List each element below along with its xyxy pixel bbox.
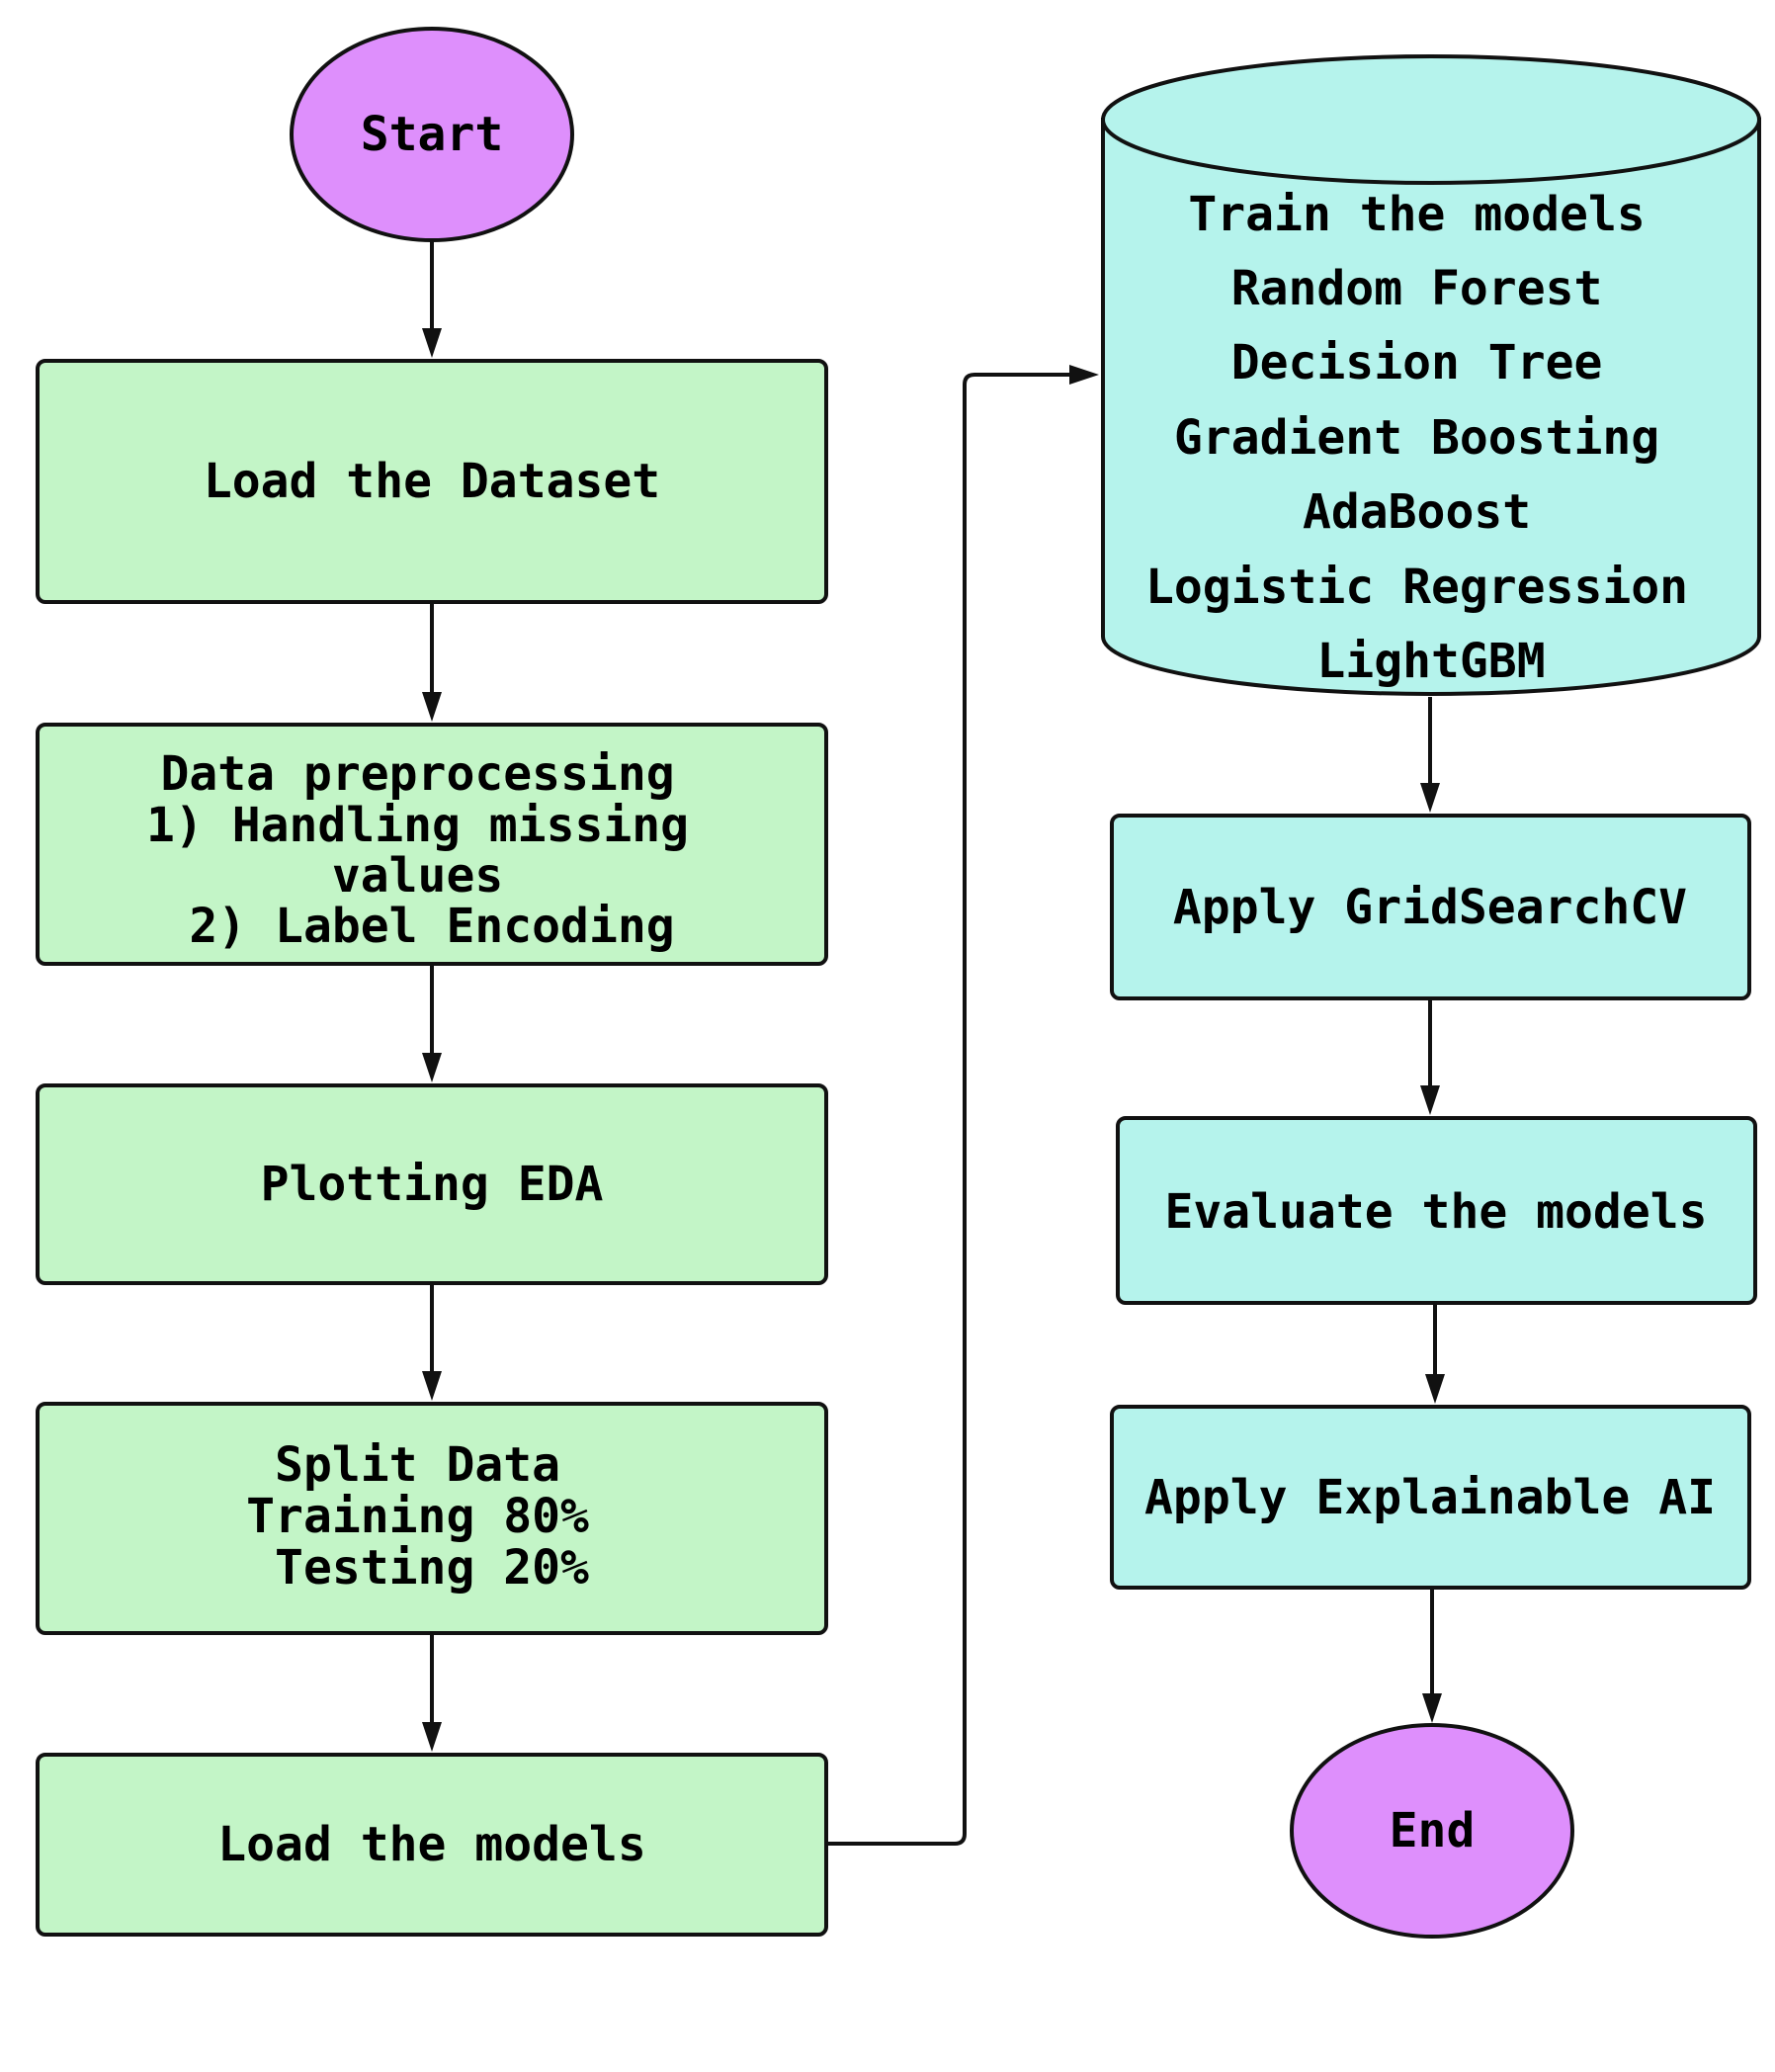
node-train-models: Train the models Random Forest Decision … — [1101, 54, 1761, 696]
edges — [422, 240, 1445, 1846]
plotting-eda-label: Plotting EDA — [261, 1157, 604, 1212]
node-load-dataset: Load the Dataset — [36, 359, 828, 604]
evaluate-label: Evaluate the models — [1164, 1184, 1707, 1240]
preprocessing-box — [36, 723, 828, 966]
node-end: End — [1290, 1723, 1574, 1939]
edge-load-models-to-train — [826, 373, 1069, 1846]
evaluate-box — [1116, 1116, 1757, 1305]
train-models-line: AdaBoost — [1303, 484, 1531, 540]
split-data-box — [36, 1402, 828, 1635]
gridsearch-box — [1110, 814, 1751, 1000]
node-load-models: Load the models — [36, 1753, 828, 1937]
arrowhead — [1422, 1693, 1442, 1723]
train-models-line: Random Forest — [1231, 261, 1603, 316]
node-plotting-eda: Plotting EDA — [36, 1083, 828, 1285]
preprocessing-line: 2) Label Encoding — [189, 899, 674, 954]
node-evaluate: Evaluate the models — [1116, 1116, 1757, 1305]
svg-text:Train the models Random: Train the models Random Forest Decision … — [1145, 187, 1717, 689]
explainable-label: Apply Explainable AI — [1144, 1470, 1716, 1525]
gridsearch-label: Apply GridSearchCV — [1173, 880, 1687, 935]
svg-text:Data preprocessing 1) Ha: Data preprocessing 1) Handling missing v… — [146, 746, 718, 954]
end-label: End — [1390, 1803, 1476, 1858]
train-models-line: Train the models — [1188, 187, 1645, 242]
arrowhead — [422, 1722, 442, 1752]
arrowhead — [422, 328, 442, 358]
node-start: Start — [290, 27, 574, 242]
arrowhead — [422, 1053, 442, 1082]
arrowhead — [1069, 365, 1099, 385]
arrowhead — [1425, 1374, 1445, 1404]
arrowhead — [422, 692, 442, 722]
preprocessing-line: Data preprocessing — [160, 746, 674, 802]
arrowhead — [1420, 1085, 1440, 1115]
plotting-eda-box — [36, 1083, 828, 1285]
split-data-line: Training 80% — [246, 1489, 589, 1544]
arrowhead — [1420, 783, 1440, 813]
split-data-line: Split Data — [275, 1437, 560, 1493]
preprocessing-line: values — [332, 848, 503, 904]
node-gridsearch: Apply GridSearchCV — [1110, 814, 1751, 1000]
load-models-label: Load the models — [217, 1817, 645, 1872]
load-dataset-box — [36, 359, 828, 604]
preprocessing-line: 1) Handling missing — [146, 798, 689, 853]
load-dataset-label: Load the Dataset — [204, 454, 660, 509]
train-models-line: LightGBM — [1316, 634, 1545, 689]
split-data-line: Testing 20% — [275, 1540, 589, 1596]
node-explainable: Apply Explainable AI — [1110, 1405, 1751, 1590]
svg-text:Split Data Training 80%: Split Data Training 80% Testing 20% — [246, 1437, 618, 1596]
explainable-box — [1110, 1405, 1751, 1590]
node-preprocessing: Data preprocessing 1) Handling missing v… — [36, 723, 828, 966]
train-models-cylinder — [1101, 118, 1761, 696]
train-models-line: Logistic Regression — [1145, 560, 1688, 615]
train-models-line: Decision Tree — [1231, 335, 1603, 390]
train-models-cylinder-top — [1101, 54, 1761, 185]
end-terminal — [1290, 1723, 1574, 1939]
load-models-box — [36, 1753, 828, 1937]
start-label: Start — [361, 107, 504, 162]
start-terminal — [290, 27, 574, 242]
arrowhead — [422, 1371, 442, 1401]
train-models-line: Gradient Boosting — [1174, 410, 1659, 466]
node-split-data: Split Data Training 80% Testing 20% — [36, 1402, 828, 1635]
